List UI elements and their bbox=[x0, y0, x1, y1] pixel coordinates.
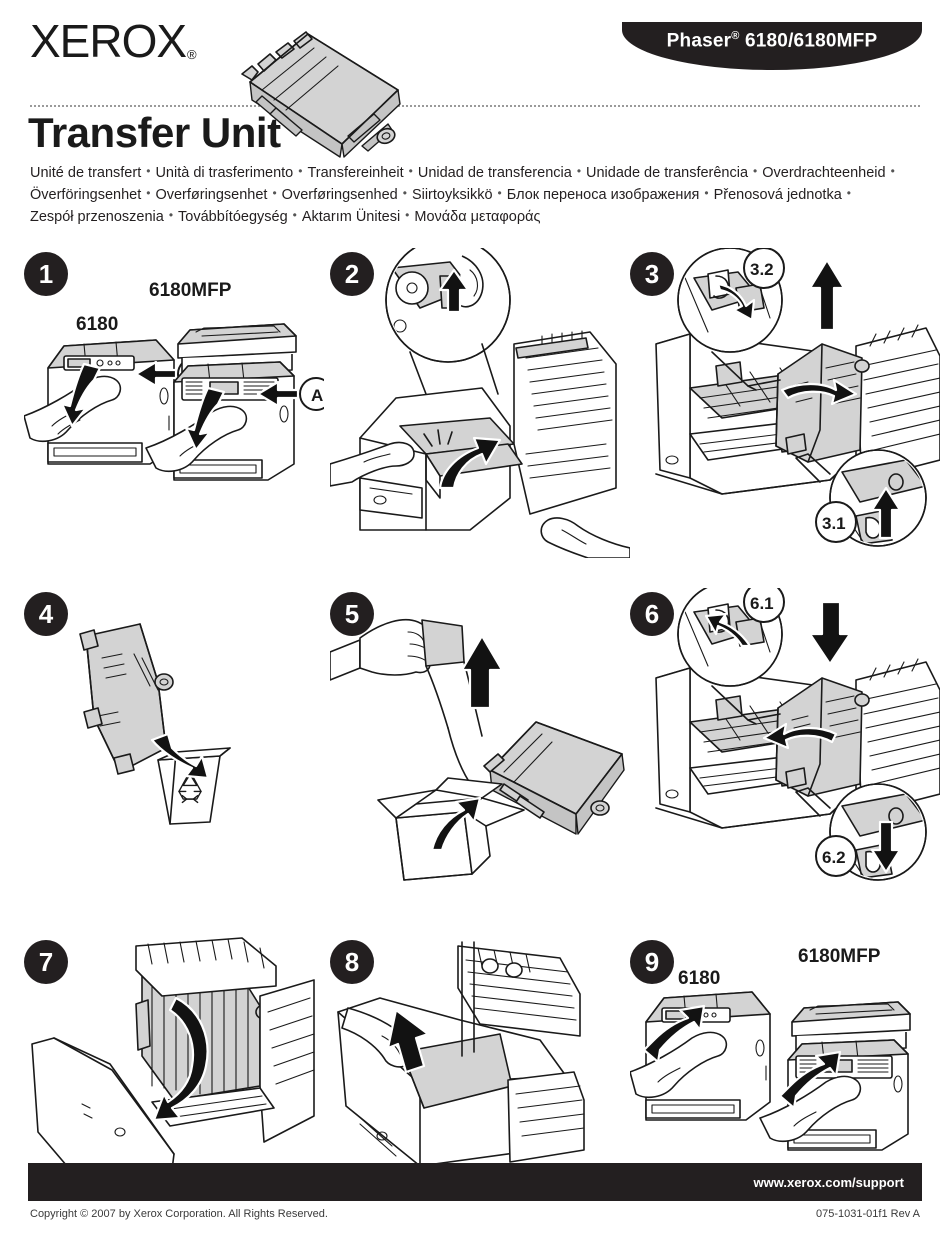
language-line-3: Zespół przenoszenia • Továbbítóegység • Akta… bbox=[30, 206, 920, 228]
label-6180-step9: 6180 bbox=[678, 968, 720, 989]
step-3-illustration: 3.2 bbox=[655, 248, 940, 547]
bullet-sep: • bbox=[753, 164, 758, 178]
bullet-sep: • bbox=[704, 186, 709, 200]
bullet-sep: • bbox=[497, 186, 502, 200]
step-badge-3: 3 bbox=[630, 252, 674, 296]
callout-6-2: 6.2 bbox=[822, 848, 846, 867]
bullet-sep: • bbox=[146, 186, 151, 200]
lang-de: Transfereinheit bbox=[307, 165, 404, 181]
bullet-sep: • bbox=[846, 186, 851, 200]
page-title: Transfer Unit bbox=[28, 109, 281, 156]
step-badge-2: 2 bbox=[330, 252, 374, 296]
lang-es: Unidad de transferencia bbox=[417, 165, 572, 181]
lang-ru: Блок переноса изображения bbox=[506, 187, 700, 203]
lang-tr: Aktarım Ünitesi bbox=[301, 209, 401, 225]
lang-fi: Siirtoyksikkö bbox=[411, 187, 493, 203]
label-6180: 6180 bbox=[76, 314, 118, 335]
header-divider bbox=[30, 105, 920, 107]
lang-da: Overføringsenhed bbox=[281, 187, 398, 203]
step-badge-4: 4 bbox=[24, 592, 68, 636]
callout-a-2: A bbox=[311, 386, 323, 405]
support-url[interactable]: www.xerox.com/support bbox=[753, 1174, 905, 1190]
bullet-sep: • bbox=[168, 208, 174, 222]
model-banner: Phaser® 6180/6180MFP bbox=[622, 22, 922, 70]
callout-6-1: 6.1 bbox=[750, 594, 774, 613]
step-row-1: 1 6180 6180MFP bbox=[0, 248, 950, 568]
bullet-sep: • bbox=[890, 164, 895, 178]
bullet-sep: • bbox=[405, 208, 410, 222]
support-bar: www.xerox.com/support bbox=[28, 1163, 922, 1201]
step-row-3: 7 bbox=[0, 936, 950, 1206]
part-number: 075-1031-01f1 Rev A bbox=[816, 1208, 920, 1220]
phaser-registered-mark: ® bbox=[731, 30, 740, 42]
step-badge-8: 8 bbox=[330, 940, 374, 984]
bullet-sep: • bbox=[576, 164, 582, 178]
step-5: 5 bbox=[330, 588, 630, 888]
xerox-logo: XEROX® bbox=[30, 15, 197, 67]
step-8-illustration bbox=[337, 941, 585, 1167]
lang-hu: Továbbítóegység bbox=[178, 209, 288, 225]
step-1: 1 6180 6180MFP bbox=[24, 248, 324, 558]
step-badge-9: 9 bbox=[630, 940, 674, 984]
callout-3-1: 3.1 bbox=[822, 514, 846, 533]
step-row-2: 4 bbox=[0, 588, 950, 918]
registered-mark: ® bbox=[187, 47, 197, 62]
bullet-sep: • bbox=[408, 164, 413, 178]
step-6: 6 bbox=[630, 588, 940, 888]
language-line-2: Överföringsenhet • Overføringsenhet • Overfø… bbox=[30, 184, 920, 206]
step-4-illustration bbox=[79, 623, 231, 825]
language-line-1: Unité de transfert • Unità di trasferiment… bbox=[30, 162, 920, 184]
step-9-illustration: 6180 6180MFP bbox=[630, 946, 911, 1151]
xerox-wordmark: XEROX bbox=[30, 15, 187, 67]
lang-cs: Přenosová jednotka bbox=[713, 187, 842, 203]
step-badge-1: 1 bbox=[24, 252, 68, 296]
step-5-illustration bbox=[330, 618, 625, 881]
bullet-sep: • bbox=[146, 164, 151, 178]
model-numbers: 6180/6180MFP bbox=[739, 30, 878, 52]
step-3: 3 bbox=[630, 248, 940, 558]
lang-el: Μονάδα μεταφοράς bbox=[414, 209, 541, 225]
steps-grid: 1 6180 6180MFP bbox=[0, 248, 950, 1206]
step-4: 4 bbox=[24, 588, 324, 888]
copyright-text: Copyright © 2007 by Xerox Corporation. A… bbox=[30, 1208, 328, 1220]
transfer-unit-illustration bbox=[222, 24, 412, 159]
step-8: 8 bbox=[330, 936, 630, 1196]
label-6180mfp: 6180MFP bbox=[149, 280, 232, 301]
language-list: Unité de transfert • Unità di trasferiment… bbox=[30, 162, 920, 228]
step-9: 9 6180 6180MFP bbox=[630, 936, 940, 1196]
lang-no: Overføringsenhet bbox=[155, 187, 268, 203]
lang-pt: Unidade de transferência bbox=[586, 165, 749, 181]
bullet-sep: • bbox=[402, 186, 407, 200]
step-badge-6: 6 bbox=[630, 592, 674, 636]
lang-fr: Unité de transfert bbox=[30, 165, 142, 181]
step-7: 7 bbox=[24, 936, 324, 1196]
step-2-illustration bbox=[330, 248, 630, 558]
lang-nl: Overdrachteenheid bbox=[762, 165, 886, 181]
callout-3-2: 3.2 bbox=[750, 260, 774, 279]
step-6-illustration: 6.1 bbox=[655, 588, 940, 881]
step-badge-5: 5 bbox=[330, 592, 374, 636]
step-badge-7: 7 bbox=[24, 940, 68, 984]
model-banner-text: Phaser® 6180/6180MFP bbox=[667, 30, 878, 52]
lang-it: Unità di trasferimento bbox=[155, 165, 294, 181]
lang-sv: Överföringsenhet bbox=[30, 187, 142, 203]
step-2: 2 bbox=[330, 248, 630, 558]
phaser-label: Phaser bbox=[666, 30, 732, 52]
bullet-sep: • bbox=[292, 208, 297, 222]
bullet-sep: • bbox=[298, 164, 303, 178]
bullet-sep: • bbox=[272, 186, 277, 200]
step-7-illustration bbox=[31, 937, 315, 1187]
lang-pl: Zespół przenoszenia bbox=[30, 209, 164, 225]
label-6180mfp-step9: 6180MFP bbox=[798, 946, 881, 967]
step-1-illustration: 6180 6180MFP bbox=[24, 280, 324, 481]
